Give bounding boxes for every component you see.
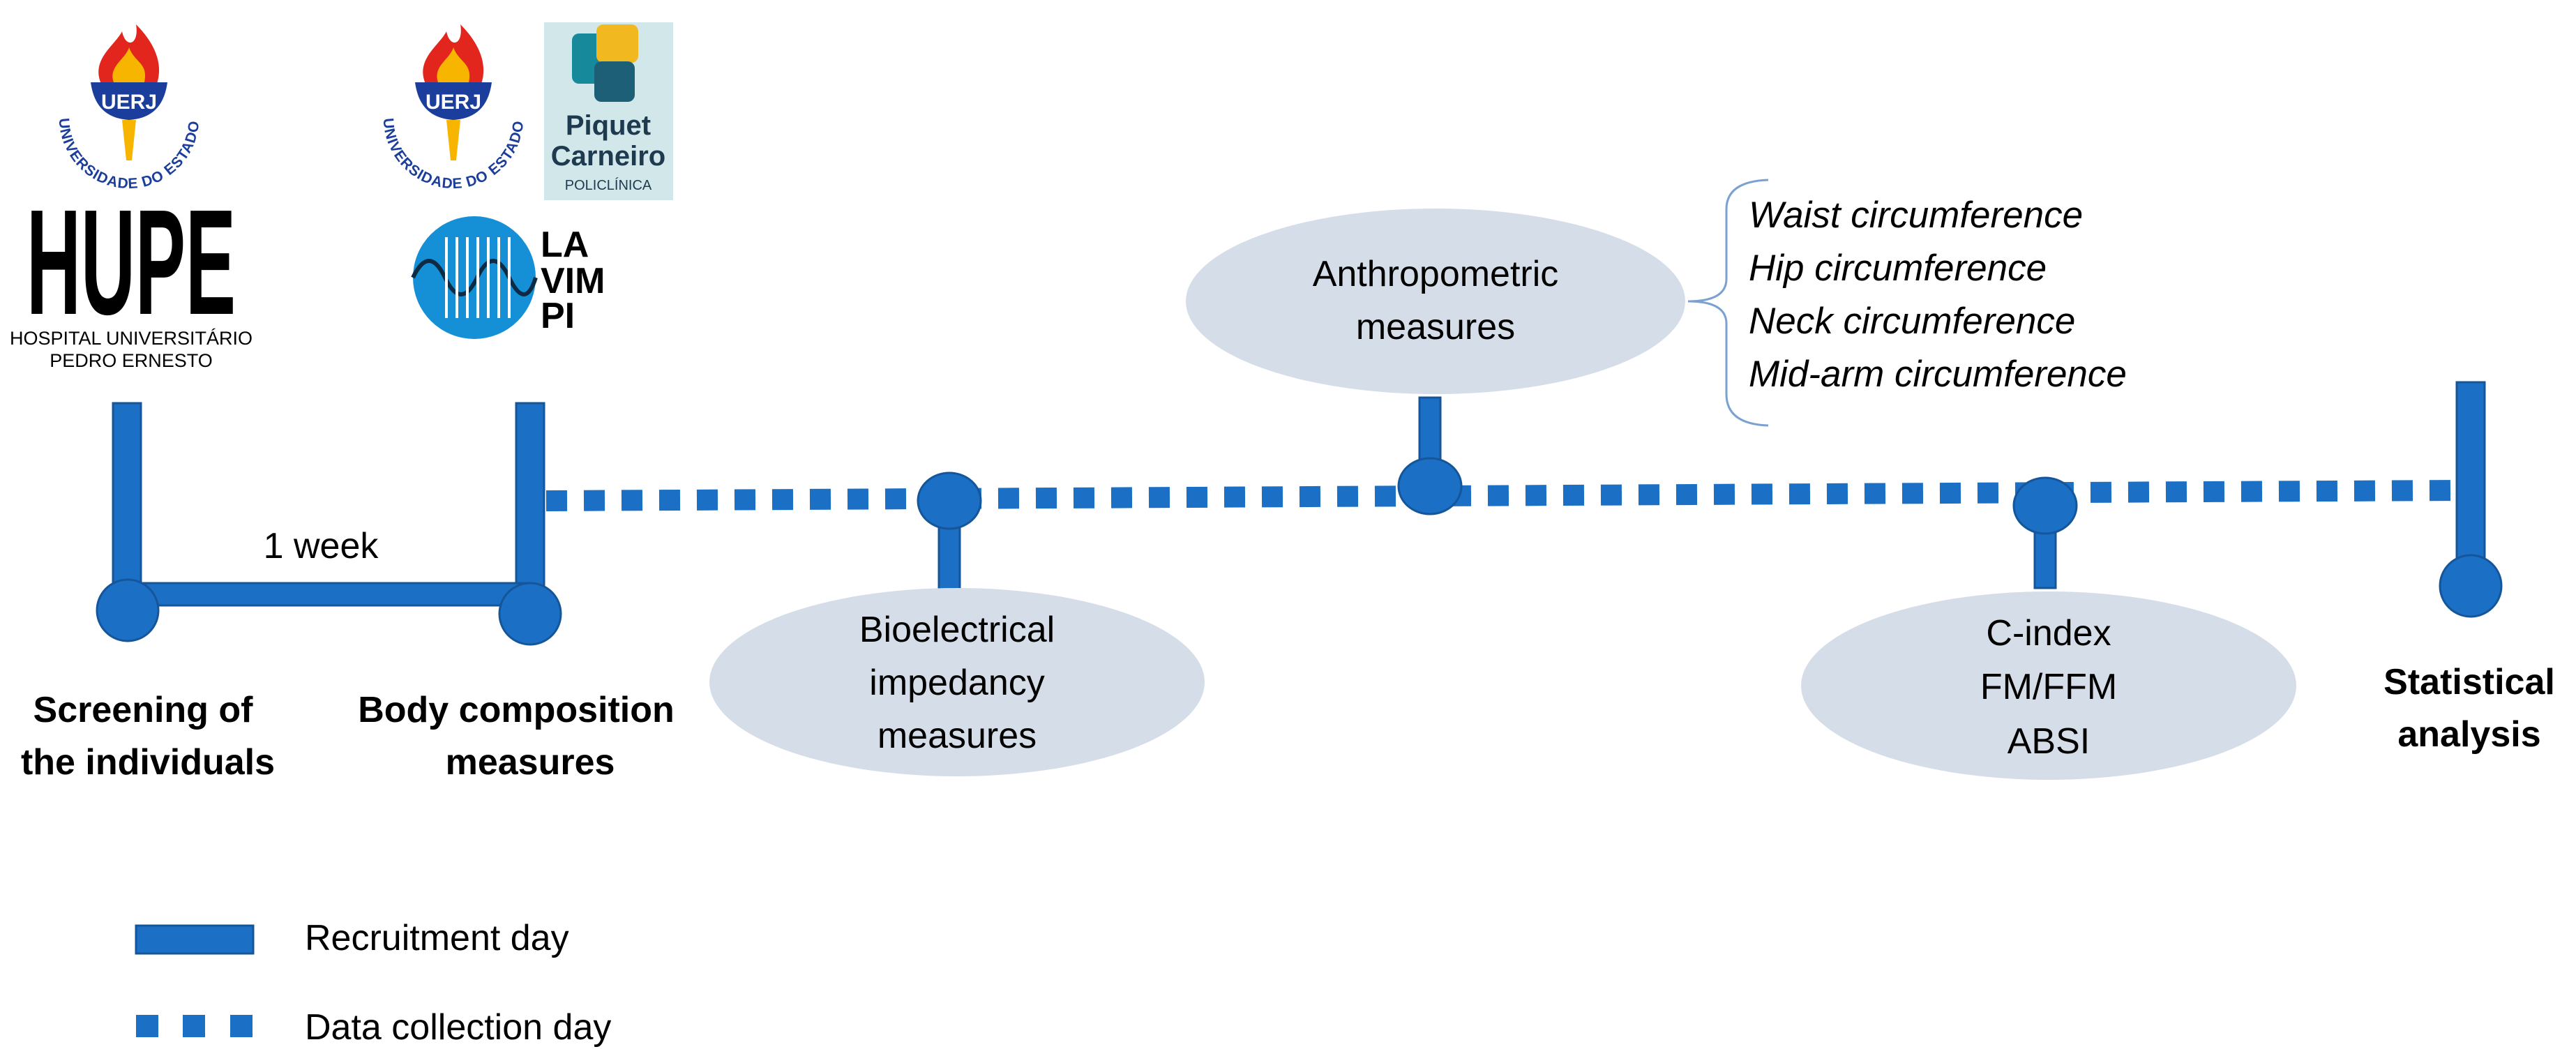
anthro-item-midarm: Mid-arm circumference: [1749, 354, 2127, 395]
lavimpi-line1: LA: [541, 225, 589, 265]
anthro-pin-node: [1397, 457, 1463, 515]
week-connector: [126, 582, 532, 607]
lavimpi-logo: LA VIM PI: [411, 216, 605, 339]
screening-label-line1: Screening of: [33, 690, 254, 730]
anthro-label-line2: measures: [1356, 307, 1515, 347]
uerj-logo-right: [379, 24, 527, 193]
piquet-line2: Carneiro: [551, 141, 666, 172]
bia-label-line2: impedancy: [869, 663, 1044, 703]
legend-solid-swatch: [135, 924, 255, 955]
piquet-line3: POLICLÍNICA: [565, 177, 652, 193]
body-composition-node: [498, 582, 562, 646]
legend: Recruitment day Data collection day: [135, 918, 611, 1048]
statistical-node: [2439, 554, 2503, 618]
indices-ellipse: [1801, 591, 2296, 780]
anthro-item-neck: Neck circumference: [1749, 301, 2075, 342]
lavimpi-line3: PI: [541, 296, 575, 336]
bia-ellipse: [709, 588, 1205, 776]
bia-label-line3: measures: [878, 716, 1037, 756]
indices-label-line3: ABSI: [2008, 721, 2091, 762]
indices-label-line2: FM/FFM: [1980, 667, 2117, 707]
body-composition-bar: [515, 402, 545, 614]
interval-label: 1 week: [264, 526, 379, 566]
hupe-line1: HOSPITAL UNIVERSITÁRIO: [10, 328, 253, 349]
legend-label-data-collection: Data collection day: [305, 1007, 611, 1048]
anthropometric-ellipse: [1186, 209, 1685, 394]
recruitment-segment: [96, 402, 562, 646]
anthro-label-line1: Anthropometric: [1313, 254, 1559, 294]
statistical-label-line2: analysis: [2397, 714, 2540, 755]
data-collection-line: [545, 480, 2460, 511]
piquet-carneiro-logo: Piquet Carneiro POLICLÍNICA: [544, 22, 673, 200]
hupe-line2: PEDRO ERNESTO: [50, 350, 213, 371]
indices-label-line1: C-index: [1986, 613, 2111, 654]
lavimpi-line2: VIM: [541, 261, 605, 301]
uerj-logo-left: [55, 24, 203, 193]
measure-ellipses: [709, 209, 2296, 780]
piquet-line1: Piquet: [566, 110, 651, 141]
anthropometric-brace: [1687, 179, 1769, 427]
body-comp-label-line1: Body composition: [358, 690, 675, 730]
legend-dotted-swatch: [136, 1015, 253, 1037]
legend-label-recruitment: Recruitment day: [305, 918, 569, 958]
indices-pin-node: [2012, 476, 2078, 535]
timeline-pins: [917, 381, 2503, 618]
bia-pin-node: [917, 472, 982, 530]
screening-node: [96, 578, 160, 642]
screening-label-line2: the individuals: [21, 742, 275, 783]
anthro-item-hip: Hip circumference: [1749, 248, 2047, 289]
bia-label-line1: Bioelectrical: [859, 610, 1055, 650]
hupe-logo: HUPE HOSPITAL UNIVERSITÁRIO PEDRO ERNEST…: [10, 178, 253, 371]
anthro-item-waist: Waist circumference: [1749, 195, 2083, 236]
statistical-label-line1: Statistical: [2383, 662, 2555, 702]
hupe-mark: HUPE: [27, 178, 236, 346]
body-comp-label-line2: measures: [446, 742, 615, 783]
screening-bar: [112, 402, 142, 614]
